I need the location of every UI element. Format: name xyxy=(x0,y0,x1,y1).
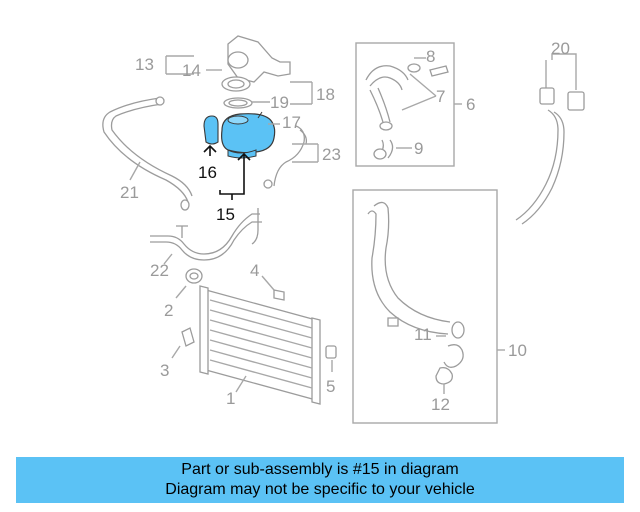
fitting-17-23 xyxy=(263,125,308,189)
callout-16: 16 xyxy=(198,163,217,182)
bracket-3 xyxy=(181,327,195,347)
callout-13: 13 xyxy=(135,55,154,74)
callout-12: 12 xyxy=(431,395,450,414)
callout-17: 17 xyxy=(282,113,301,132)
callout-9: 9 xyxy=(414,139,423,158)
parts-diagram: 13 14 18 19 21 16 15 17 23 xyxy=(102,35,585,424)
banner-line-1: Part or sub-assembly is #15 in diagram xyxy=(181,461,459,478)
callout-10: 10 xyxy=(508,341,527,360)
callout-7: 7 xyxy=(436,87,445,106)
callout-2: 2 xyxy=(164,301,173,320)
radiator-1 xyxy=(199,285,321,405)
plug-5 xyxy=(325,345,337,359)
callout-15: 15 xyxy=(216,205,235,224)
callout-1: 1 xyxy=(226,389,235,408)
group-box-10 xyxy=(352,189,498,424)
fitting-2 xyxy=(185,268,203,284)
hose-10 xyxy=(367,201,465,385)
hose-21 xyxy=(102,96,193,211)
banner-line-2: Diagram may not be specific to your vehi… xyxy=(165,481,475,498)
callout-6: 6 xyxy=(466,95,475,114)
callout-19: 19 xyxy=(270,93,289,112)
sensor-4 xyxy=(273,289,285,301)
callout-3: 3 xyxy=(160,361,169,380)
callout-5: 5 xyxy=(326,377,335,396)
thermostat-housing xyxy=(221,35,291,109)
callout-21: 21 xyxy=(120,183,139,202)
hose-7 xyxy=(365,63,449,160)
callout-18: 18 xyxy=(316,85,335,104)
callout-23: 23 xyxy=(322,145,341,164)
callout-4: 4 xyxy=(250,261,259,280)
sensor-20 xyxy=(515,87,585,225)
coolant-reservoir-15 xyxy=(221,111,276,159)
pipe-22 xyxy=(150,208,262,261)
callout-11: 11 xyxy=(414,325,432,344)
info-banner: Part or sub-assembly is #15 in diagram D… xyxy=(16,457,624,503)
callout-8: 8 xyxy=(426,47,435,66)
callout-14: 14 xyxy=(182,61,201,80)
reservoir-cap-16 xyxy=(203,115,219,145)
callout-22: 22 xyxy=(150,261,169,280)
callout-20: 20 xyxy=(551,39,570,58)
